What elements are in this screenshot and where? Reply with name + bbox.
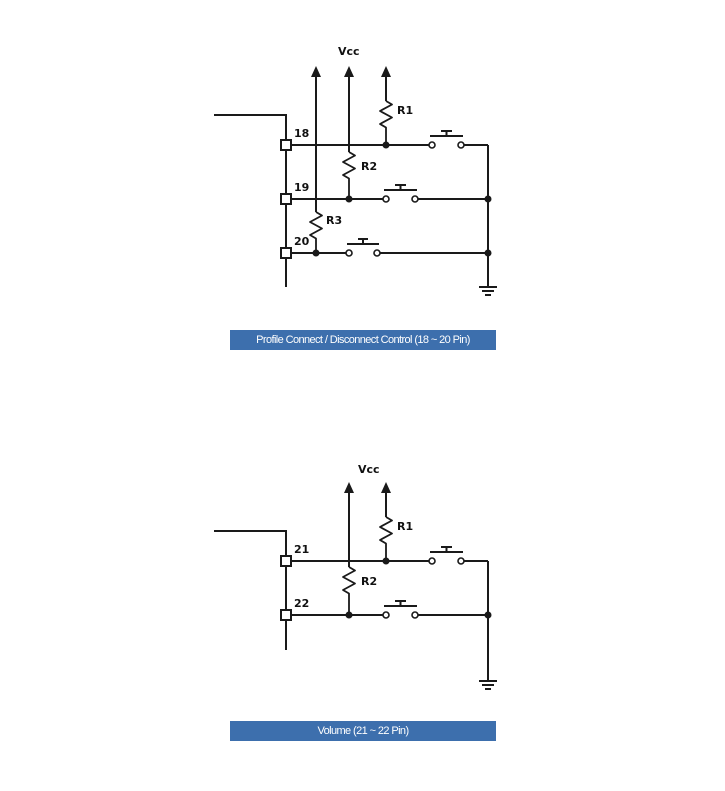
push-button-1 — [428, 546, 465, 565]
ground-icon — [479, 286, 497, 296]
resistor-label-r1: R1 — [397, 520, 413, 533]
mcu-outline — [214, 114, 287, 287]
resistor-label-r2: R2 — [361, 575, 377, 588]
vcc-label: Vcc — [358, 463, 380, 476]
resistor-r1 — [379, 100, 393, 145]
resistor-label-r2: R2 — [361, 160, 377, 173]
push-button-1 — [428, 130, 465, 149]
pin-20 — [280, 247, 292, 259]
pin-22 — [280, 609, 292, 621]
resistor-r2 — [342, 151, 356, 199]
vcc-arrows — [344, 482, 391, 567]
resistor-label-r1: R1 — [397, 104, 413, 117]
junction-dots — [345, 557, 492, 619]
resistor-r3 — [309, 211, 323, 253]
push-button-2 — [382, 184, 419, 203]
vcc-label: Vcc — [338, 45, 360, 58]
circuit-diagram-pins-21-22: Vcc R1 R2 — [0, 400, 725, 791]
circuit-diagram-pins-18-20: Vcc R1 R2 R3 — [214, 45, 497, 350]
pin-label-22: 22 — [294, 597, 309, 610]
mcu-outline — [214, 530, 287, 650]
caption-volume: Volume (21 ~ 22 Pin) — [230, 721, 496, 741]
resistor-label-r3: R3 — [326, 214, 342, 227]
caption-profile-control: Profile Connect / Disconnect Control (18… — [230, 330, 496, 350]
pin-label-18: 18 — [294, 127, 309, 140]
resistor-r1 — [379, 516, 393, 561]
vcc-arrows — [311, 66, 391, 212]
pin-19 — [280, 193, 292, 205]
pin-label-19: 19 — [294, 181, 309, 194]
signal-lines — [292, 144, 489, 287]
pin-21 — [280, 555, 292, 567]
pin-label-21: 21 — [294, 543, 309, 556]
push-button-3 — [345, 238, 381, 257]
signal-lines — [292, 560, 489, 681]
resistor-r2 — [342, 566, 356, 615]
ground-icon — [479, 680, 497, 690]
push-button-2 — [382, 600, 419, 619]
pin-18 — [280, 139, 292, 151]
junction-dots — [312, 141, 492, 257]
pin-label-20: 20 — [294, 235, 310, 248]
